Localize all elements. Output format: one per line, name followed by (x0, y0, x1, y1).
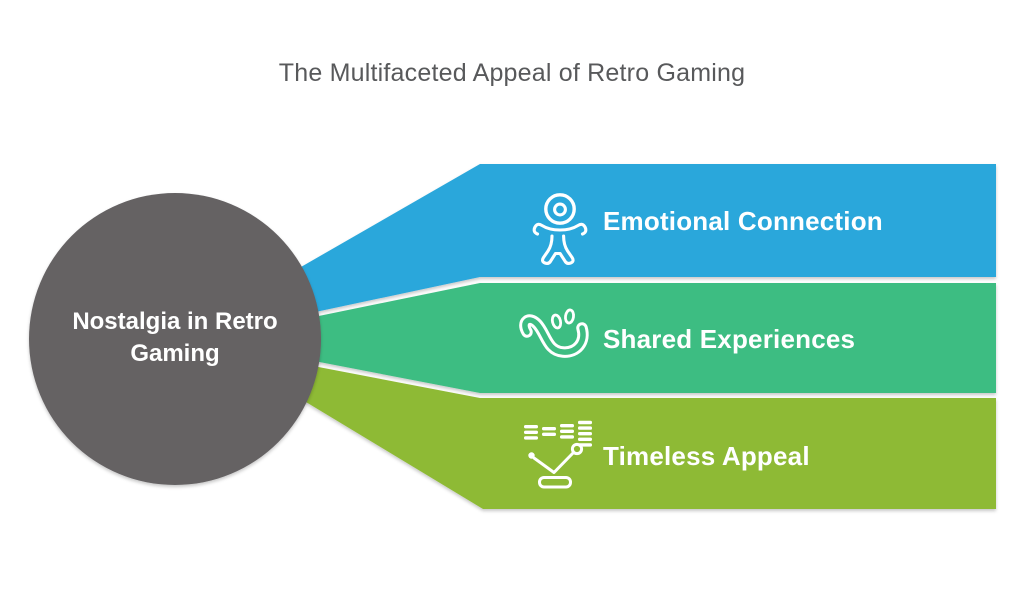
band-label-emotional-connection: Emotional Connection (603, 206, 883, 236)
trend-path-icon (524, 420, 592, 489)
band-shared-experiences (309, 283, 996, 393)
nostalgia-circle-label: Nostalgia in Retro Gaming (72, 308, 278, 367)
baby-icon (532, 193, 588, 265)
band-timeless-appeal (296, 365, 996, 509)
band-label-timeless-appeal: Timeless Appeal (603, 441, 810, 471)
wave-smile-icon (519, 308, 589, 358)
band-label-shared-experiences: Shared Experiences (603, 324, 856, 354)
page-title: The Multifaceted Appeal of Retro Gaming (278, 59, 746, 87)
nostalgia-circle (29, 193, 321, 485)
band-emotional-connection (294, 164, 996, 314)
